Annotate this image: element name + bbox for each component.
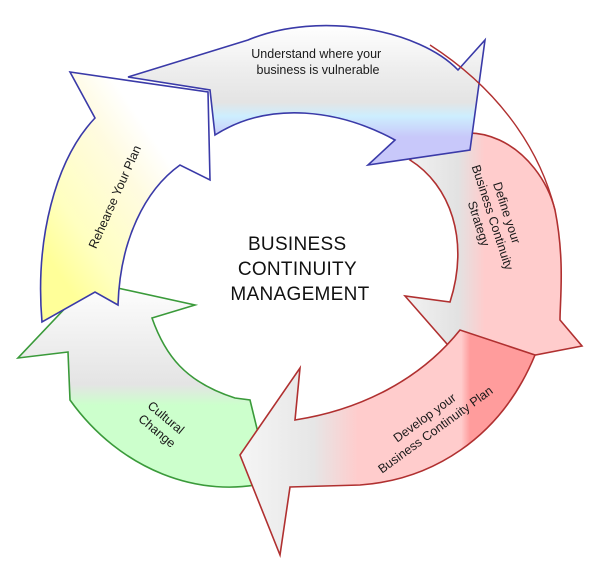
understand-vulnerability-arrow [127, 24, 487, 167]
step-understand-vulnerability [127, 24, 487, 167]
label-understand: Understand where your business is vulner… [251, 47, 384, 77]
center-title: BUSINESS CONTINUITY MANAGEMENT [230, 234, 369, 305]
step-develop-plan [239, 329, 537, 559]
develop-plan-arrow [239, 329, 537, 559]
define-strategy-arrow [402, 132, 584, 369]
rehearse-plan-arrow [39, 70, 211, 324]
outer-ring-red-arc [429, 44, 556, 211]
step-rehearse-plan [39, 70, 211, 324]
step-define-strategy [402, 132, 584, 369]
